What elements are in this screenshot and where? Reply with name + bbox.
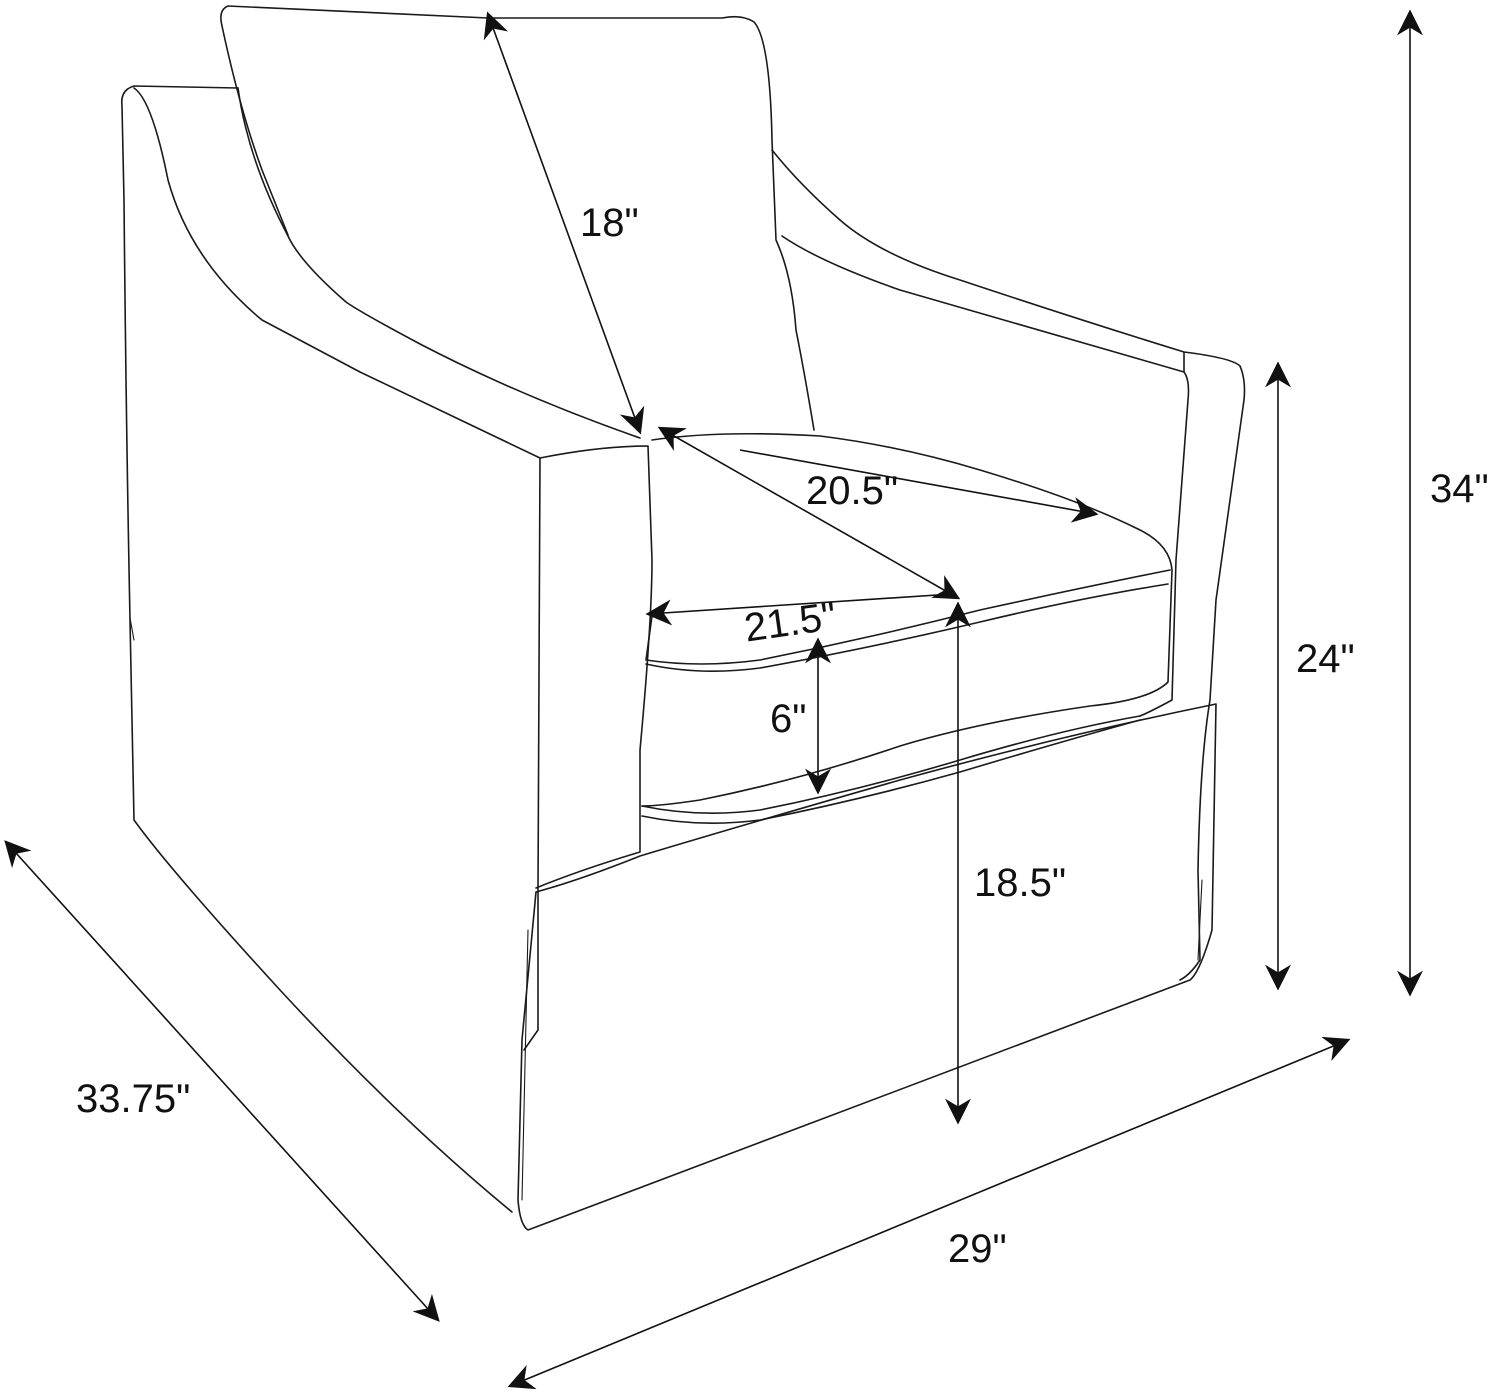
overall-depth-line	[4, 840, 440, 1322]
seat-height-label: 18.5"	[974, 861, 1066, 905]
back-cushion-height-line	[483, 11, 645, 435]
front-left-arm	[535, 445, 653, 889]
right-arm-inner	[781, 235, 1190, 717]
left-arm-outline	[120, 85, 513, 1213]
dimension-lines	[4, 9, 1423, 1390]
skirt-pleat-left	[521, 929, 529, 1201]
seat-cushion-piping-bottom	[645, 583, 1169, 672]
front-left-arm-face	[523, 457, 541, 1051]
left-arm-slope-outer	[133, 87, 541, 459]
skirt-pleat-right	[1197, 879, 1203, 961]
arm-height-label: 24"	[1296, 637, 1355, 681]
overall-depth-label: 33.75"	[76, 1077, 190, 1121]
seat-cushion-piping-top	[645, 569, 1171, 665]
back-cushion-outline	[220, 5, 815, 431]
skirt-outline	[517, 703, 1217, 1231]
dimension-labels: 18" 20.5" 21.5" 6" 18.5" 24" 34" 33.75" …	[76, 201, 1489, 1271]
seat-depth-line	[657, 426, 961, 600]
overall-height-label: 34"	[1430, 467, 1489, 511]
seat-width-label: 21.5"	[742, 594, 839, 650]
cushion-thickness-label: 6"	[770, 697, 806, 741]
right-arm-outline	[771, 149, 1246, 981]
overall-width-label: 29"	[948, 1227, 1007, 1271]
seat-depth-label: 20.5"	[806, 469, 898, 513]
overall-width-line	[507, 1036, 1351, 1390]
armchair-drawing	[120, 5, 1246, 1231]
seat-width-line	[645, 593, 953, 626]
seat-cushion-base	[641, 719, 1141, 824]
seat-cushion-front-bottom	[641, 715, 1141, 814]
back-cushion-height-label: 18"	[580, 201, 639, 245]
seat-cushion-outline	[641, 432, 1173, 807]
left-arm-slope-inner	[237, 87, 641, 439]
seat-width-rear-line	[739, 449, 1099, 523]
